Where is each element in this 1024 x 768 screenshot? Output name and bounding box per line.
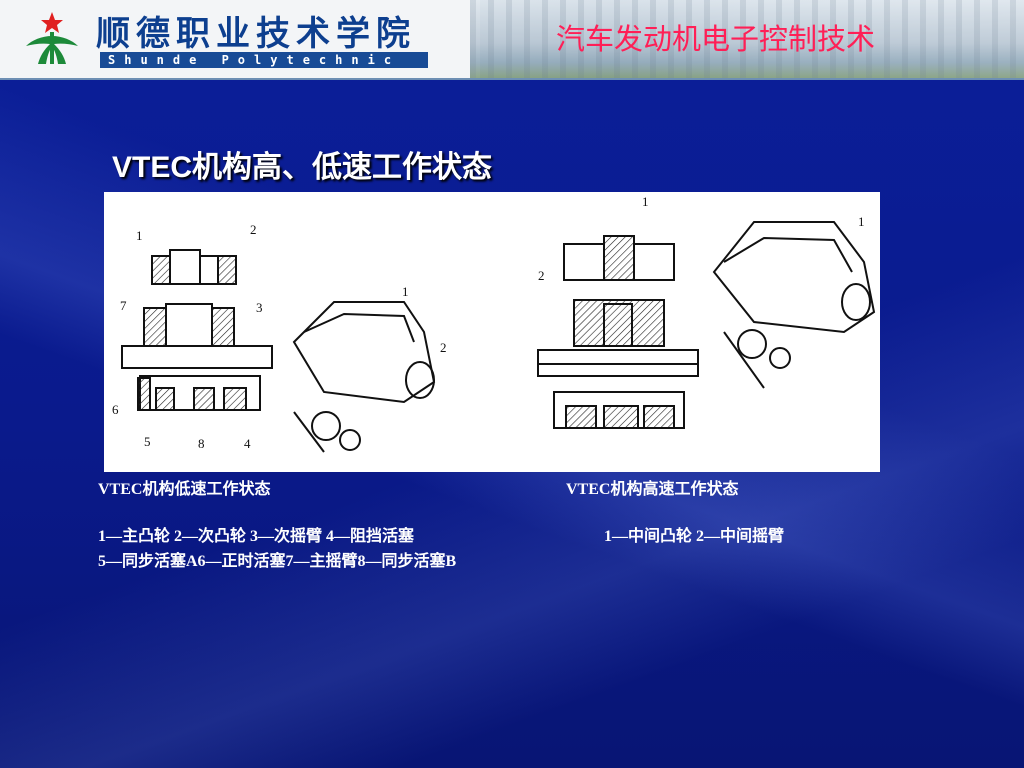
low-speed-callout-7: 6 bbox=[112, 402, 119, 417]
low-speed-callout-3: 7 bbox=[120, 298, 127, 313]
low-speed-callout-10: 4 bbox=[244, 436, 251, 451]
high-speed-caption: VTEC机构高速工作状态 bbox=[566, 481, 739, 498]
low-speed-callout-8: 5 bbox=[144, 434, 151, 449]
header-banner: 顺德职业技术学院 Shunde Polytechnic 汽车发动机电子控制技术 bbox=[0, 0, 1024, 80]
low-speed-perspective bbox=[292, 301, 436, 453]
high-speed-callout-2: 2 bbox=[538, 268, 545, 283]
low-speed-callout-4: 3 bbox=[256, 300, 263, 315]
high-speed-cross-section bbox=[537, 235, 699, 429]
low-speed-legend-line-1: 1—主凸轮 2—次凸轮 3—次摇臂 4—阻挡活塞 bbox=[98, 528, 415, 545]
high-speed-legend: 1—中间凸轮 2—中间摇臂 bbox=[604, 528, 785, 545]
low-speed-callout-9: 8 bbox=[198, 436, 205, 451]
vtec-diagram: 1 2 7 3 1 2 6 5 8 4 1 2 1 bbox=[112, 194, 876, 453]
low-speed-callout-2: 2 bbox=[250, 222, 257, 237]
high-speed-callout-1: 1 bbox=[642, 194, 649, 209]
low-speed-caption: VTEC机构低速工作状态 bbox=[98, 481, 271, 498]
high-speed-callout-3: 1 bbox=[858, 214, 865, 229]
slide-title: VTEC机构高、低速工作状态 bbox=[112, 151, 493, 184]
school-name-english: Shunde Polytechnic bbox=[100, 52, 428, 68]
school-logo-icon bbox=[26, 12, 78, 64]
low-speed-callout-6: 2 bbox=[440, 340, 447, 355]
low-speed-legend-line-2: 5—同步活塞A6—正时活塞7—主摇臂8—同步活塞B bbox=[98, 553, 457, 570]
low-speed-cross-section bbox=[121, 249, 273, 411]
high-speed-perspective bbox=[712, 221, 876, 389]
campus-photo bbox=[470, 0, 1024, 78]
school-name: 顺德职业技术学院 bbox=[96, 14, 416, 54]
vtec-diagram-figure: 1 2 7 3 1 2 6 5 8 4 1 2 1 bbox=[104, 192, 880, 472]
low-speed-callout-1: 1 bbox=[136, 228, 143, 243]
course-title: 汽车发动机电子控制技术 bbox=[556, 22, 876, 56]
low-speed-callout-5: 1 bbox=[402, 284, 409, 299]
